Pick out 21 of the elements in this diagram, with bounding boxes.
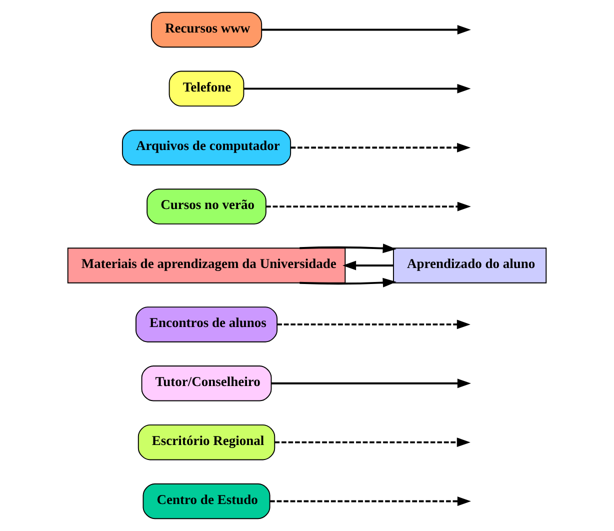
node-box: Cursos no verão — [146, 188, 266, 224]
node-box: Telefone — [168, 70, 244, 107]
arrow — [270, 496, 471, 506]
node-box: Arquivos de computador — [122, 130, 292, 166]
arrow — [244, 84, 471, 94]
arrow — [271, 378, 471, 388]
node-box: Tutor/Conselheiro — [141, 366, 272, 402]
node-box: Centro de Estudo — [142, 483, 270, 520]
node-box: Encontros de alunos — [136, 306, 278, 342]
node-box: Materiais de aprendizagem da Universidade — [67, 248, 346, 284]
arrow — [300, 278, 396, 288]
node-box: Recursos www — [150, 12, 262, 48]
arrow — [274, 438, 470, 448]
arrow — [342, 260, 394, 270]
arrow — [277, 320, 470, 330]
node-box: Aprendizado do aluno — [393, 248, 547, 284]
arrow — [300, 244, 396, 254]
node-box: Escritório Regional — [138, 424, 276, 460]
arrow — [290, 142, 471, 152]
arrow — [266, 202, 471, 212]
arrow — [262, 25, 471, 34]
